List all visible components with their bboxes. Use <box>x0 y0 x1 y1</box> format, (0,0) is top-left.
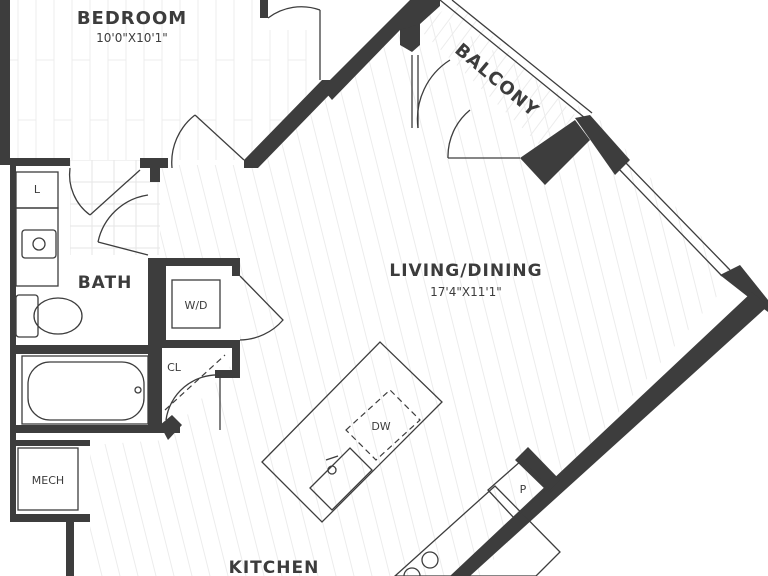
bedroom-dims: 10'0"X10'1" <box>96 31 168 45</box>
bedroom-flooring <box>10 0 320 160</box>
pantry-label: P <box>520 483 527 496</box>
bedroom-label: BEDROOM <box>77 8 187 29</box>
bath-tile <box>70 160 160 255</box>
bath-label: BATH <box>78 273 133 293</box>
living-dining-label: LIVING/DINING <box>389 261 542 281</box>
fixture-lines <box>15 0 731 576</box>
washer-dryer-label: W/D <box>184 299 207 312</box>
living-dining-dims: 17'4"X11'1" <box>430 285 502 299</box>
dishwasher-label: DW <box>371 420 390 433</box>
linen-label: L <box>34 183 41 196</box>
mech-label: MECH <box>32 474 64 487</box>
closet-label: CL <box>167 361 182 374</box>
kitchen-label: KITCHEN <box>229 558 320 576</box>
